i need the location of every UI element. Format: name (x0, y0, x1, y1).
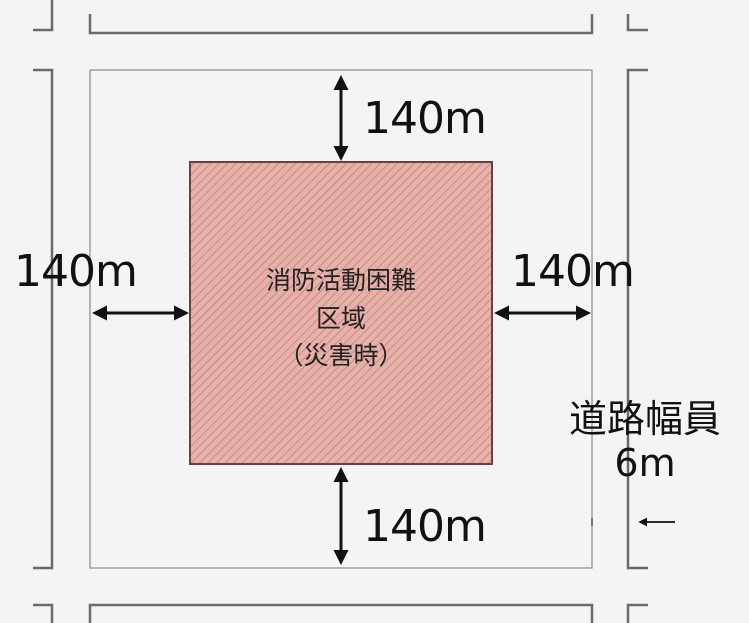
block-bottom-left (33, 603, 54, 623)
difficult-zone-label: 消防活動困難 区域 （災害時） (190, 262, 492, 375)
block-top-center (88, 14, 594, 35)
distance-label-top: 140m (363, 93, 487, 144)
road-width-value: 6m (614, 440, 676, 485)
block-top-right (626, 14, 648, 32)
block-top-left (33, 0, 54, 32)
block-right (626, 68, 648, 570)
zone-label-line3: （災害時） (278, 341, 404, 370)
road-width-label: 道路幅員 6m (540, 397, 749, 485)
difficult-zone (189, 161, 493, 465)
block-bottom-right (626, 603, 648, 623)
block-left (33, 68, 54, 570)
zone-label-line1: 消防活動困難 (265, 266, 416, 295)
distance-label-bottom: 140m (363, 501, 487, 552)
zone-label-line2: 区域 (315, 303, 366, 333)
distance-label-right: 140m (511, 246, 635, 297)
block-bottom-center (88, 603, 594, 623)
road-width-title: 道路幅員 (568, 397, 721, 441)
block-center-boundary (89, 69, 593, 569)
distance-label-left: 140m (14, 246, 138, 297)
